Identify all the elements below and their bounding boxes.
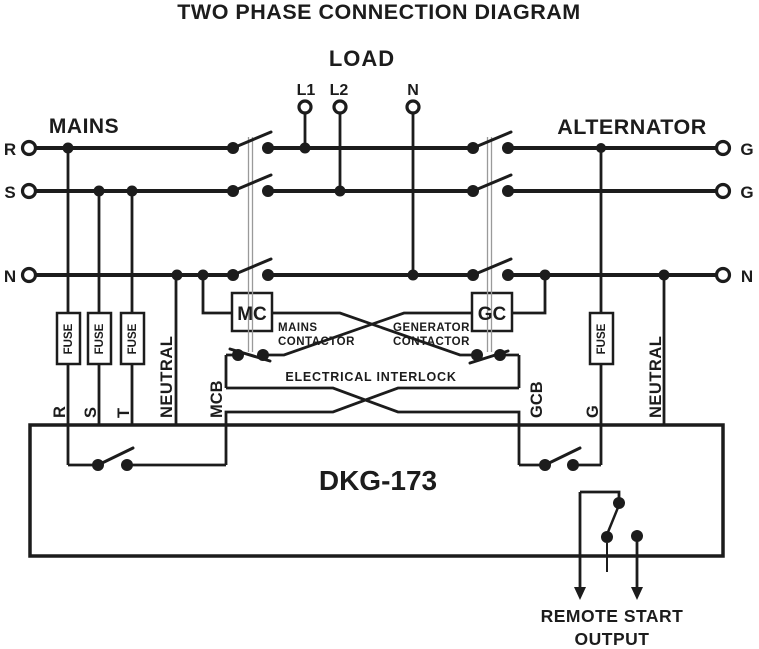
- mc-linkage-lines: [247, 137, 254, 352]
- alternator-terminal-n: [714, 266, 732, 284]
- interlock-label: ELECTRICAL INTERLOCK: [285, 370, 456, 384]
- remote-start-arrow-left: [574, 587, 586, 600]
- contact-dots: [92, 142, 643, 543]
- mc-name-line2: CONTACTOR: [278, 336, 355, 348]
- controller-terminal-label-neutral-gen: NEUTRAL: [647, 336, 665, 418]
- fuse-box-r: [55, 311, 82, 366]
- gcb-relay-blade: [543, 446, 582, 467]
- alternator-terminal-g1: [714, 139, 732, 157]
- fuse-box-g: [588, 311, 615, 366]
- mains-terminal-label-n: N: [4, 267, 16, 286]
- mc-pole-blades: [231, 130, 273, 277]
- alternator-terminal-label-g1: G: [740, 140, 753, 159]
- gc-pole-blades: [471, 130, 513, 277]
- gc-name-line2: CONTACTOR: [393, 336, 470, 348]
- controller-box: [28, 423, 725, 558]
- controller-terminal-label-mcb: MCB: [208, 380, 226, 418]
- fuse-box-s: [86, 311, 113, 366]
- fuse-label-s: FUSE: [94, 323, 106, 354]
- mains-terminal-n: [20, 266, 38, 284]
- fuse-label-g: FUSE: [596, 323, 608, 354]
- gcb-cross-wire: [226, 386, 521, 465]
- alternator-drop-wires: [599, 148, 666, 465]
- mc-code-label: MC: [237, 304, 267, 325]
- mc-name-line1: MAINS: [278, 322, 318, 334]
- alternator-terminal-g2: [714, 182, 732, 200]
- mains-terminal-s: [20, 182, 38, 200]
- alternator-terminal-label-n: N: [741, 267, 753, 286]
- mcb-relay-blade: [96, 446, 135, 467]
- remote-start-arrow-right: [631, 587, 643, 600]
- gc-name-line1: GENERATOR: [393, 322, 470, 334]
- controller-terminal-label-r: R: [51, 406, 69, 418]
- mains-terminal-label-r: R: [4, 140, 16, 159]
- alternator-terminal-label-g2: G: [740, 183, 753, 202]
- remote-start-label-line2: OUTPUT: [575, 629, 650, 649]
- load-terminal-n: [405, 99, 421, 115]
- junction-dots: [62, 142, 670, 281]
- diagram-title: TWO PHASE CONNECTION DIAGRAM: [177, 0, 580, 24]
- mc-coil-neutral-wire: [201, 275, 232, 315]
- fuse-label-t: FUSE: [127, 323, 139, 354]
- gc-linkage-lines: [486, 137, 493, 352]
- mains-label: MAINS: [49, 115, 119, 138]
- load-terminal-label-l1: L1: [297, 82, 316, 99]
- controller-terminal-label-s: S: [82, 407, 100, 418]
- mains-phase-drop-wires: [66, 148, 178, 465]
- gc-code-label: GC: [478, 304, 507, 325]
- mains-terminal-label-s: S: [4, 183, 15, 202]
- fuse-label-r: FUSE: [63, 323, 75, 354]
- load-terminal-label-l2: L2: [330, 82, 349, 99]
- controller-terminal-label-g: G: [584, 405, 602, 418]
- gc-to-mc-aux-cross-wire: [263, 311, 472, 357]
- mc-to-gc-aux-cross-wire: [272, 311, 477, 357]
- load-terminal-label-n: N: [407, 82, 419, 99]
- fuse-box-t: [119, 311, 146, 366]
- terminal-circles: [20, 99, 732, 284]
- controller-terminal-label-gcb: GCB: [528, 381, 546, 418]
- load-stem-wires: [303, 113, 415, 275]
- alternator-label: ALTERNATOR: [557, 115, 707, 139]
- mains-terminal-r: [20, 139, 38, 157]
- load-terminal-l2: [332, 99, 348, 115]
- load-terminal-l1: [297, 99, 313, 115]
- gc-coil-neutral-wire: [512, 275, 547, 315]
- controller-terminal-label-neutral-mains: NEUTRAL: [158, 336, 176, 418]
- controller-terminal-label-t: T: [115, 408, 133, 418]
- load-label: LOAD: [329, 46, 395, 71]
- controller-model-label: DKG-173: [319, 465, 437, 496]
- remote-start-label-line1: REMOTE START: [541, 606, 684, 626]
- mcb-cross-wire: [224, 386, 519, 465]
